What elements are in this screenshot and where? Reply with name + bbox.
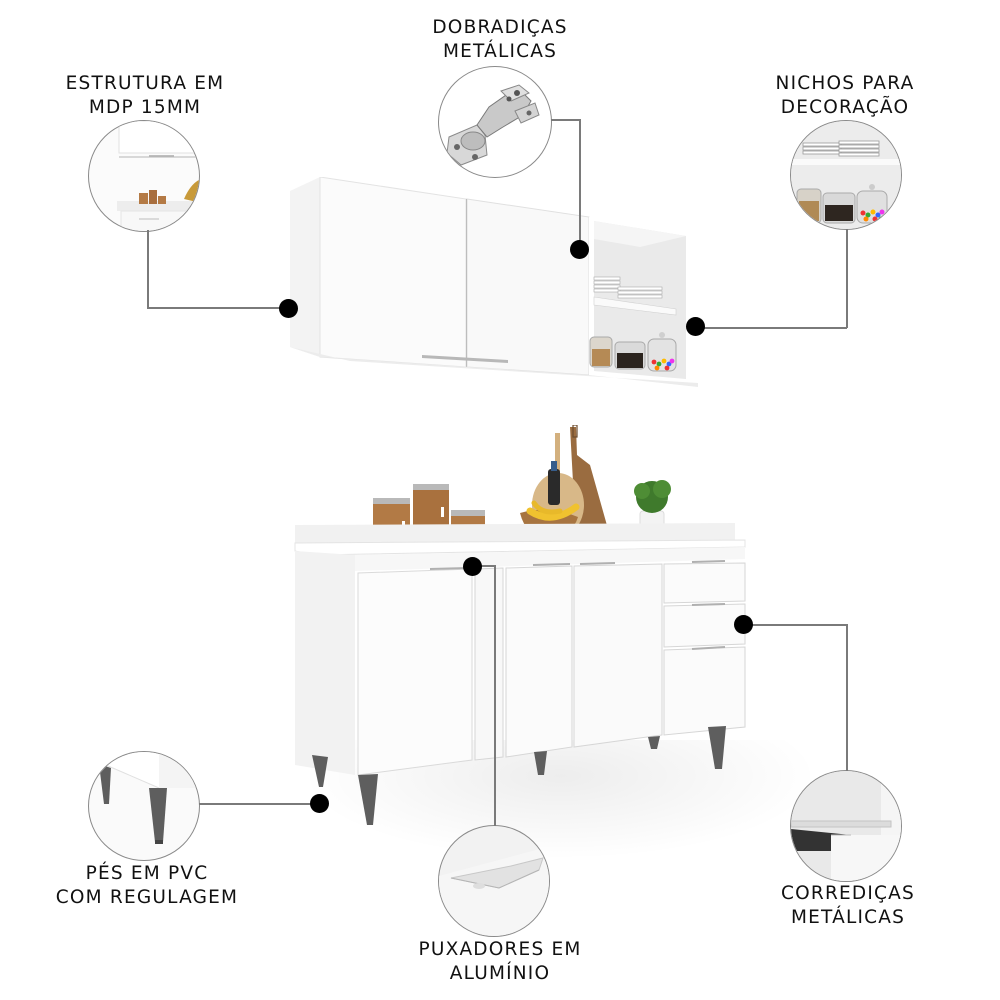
label-line: COM REGULAGEM — [55, 887, 239, 908]
connector-line — [750, 624, 847, 626]
label-dobradicas: DOBRADIÇAS METÁLICAS — [414, 16, 586, 64]
aluminum-handle-detail-image — [438, 825, 550, 937]
upper-cabinet-illustration — [290, 176, 698, 387]
pvc-feet-icon — [89, 752, 199, 844]
hinge-icon — [446, 84, 540, 166]
label-line: ALUMÍNIO — [449, 963, 551, 984]
marker-dot-corredicas[interactable] — [734, 615, 753, 634]
label-corredicas: CORREDIÇAS METÁLICAS — [768, 882, 928, 930]
connector-line — [579, 119, 581, 249]
label-puxadores: PUXADORES EM ALUMÍNIO — [405, 938, 595, 986]
connector-line — [494, 565, 496, 826]
cabinet-structure-icon — [117, 121, 199, 231]
marker-dot-pes[interactable] — [310, 794, 329, 813]
label-line: MDP 15MM — [88, 97, 202, 118]
connector-line — [846, 624, 848, 771]
label-line: PÉS EM PVC — [85, 863, 209, 884]
label-line: METÁLICAS — [442, 41, 558, 62]
label-nichos: NICHOS PARA DECORAÇÃO — [770, 72, 920, 120]
metal-slides-icon — [791, 771, 901, 881]
connector-line — [551, 119, 580, 121]
metal-slides-detail-image — [790, 770, 902, 882]
label-line: DECORAÇÃO — [780, 97, 910, 118]
label-line: CORREDIÇAS — [781, 883, 915, 904]
label-line: PUXADORES EM — [418, 939, 582, 960]
label-pes: PÉS EM PVC COM REGULAGEM — [42, 862, 252, 910]
label-line: METÁLICAS — [790, 907, 906, 928]
connector-line — [147, 307, 287, 309]
marker-dot-puxadores[interactable] — [463, 557, 482, 576]
marker-dot-nichos[interactable] — [686, 317, 705, 336]
metal-hinge-detail-image — [438, 66, 552, 178]
pvc-feet-detail-image — [88, 751, 200, 861]
aluminum-handle-icon — [439, 846, 549, 936]
connector-line — [700, 327, 847, 329]
upper-cabinet — [290, 176, 698, 387]
label-line: ESTRUTURA EM — [65, 73, 225, 94]
decor-niche-detail-image — [790, 120, 902, 230]
marker-dot-estrutura[interactable] — [279, 299, 298, 318]
connector-line — [846, 229, 848, 328]
lower-cabinet — [290, 424, 750, 835]
lower-cabinet-illustration — [294, 424, 746, 825]
niche-decor-icon — [791, 121, 901, 229]
label-estrutura: ESTRUTURA EM MDP 15MM — [60, 72, 230, 120]
connector-line — [478, 565, 495, 567]
label-line: DOBRADIÇAS — [432, 17, 568, 38]
connector-line — [199, 803, 314, 805]
cabinet-structure-detail-image — [88, 120, 200, 232]
marker-dot-dobradicas[interactable] — [570, 240, 589, 259]
label-line: NICHOS PARA — [775, 73, 915, 94]
connector-line — [147, 230, 149, 308]
